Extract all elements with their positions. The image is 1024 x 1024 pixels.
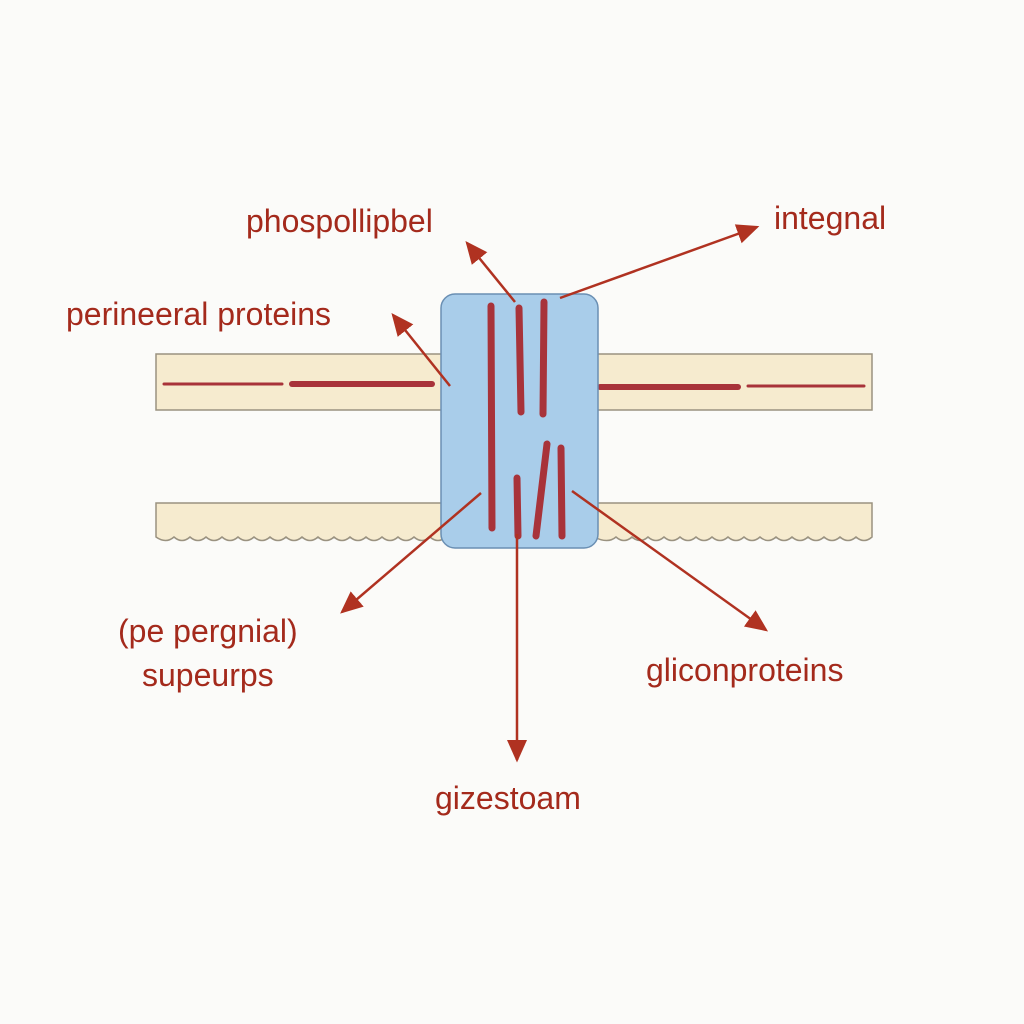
- upper-bilayer-right: [593, 353, 873, 411]
- protein-strand: [532, 440, 551, 540]
- label-pe-peripheral-line2: supeurps: [142, 657, 274, 693]
- protein-strand: [487, 302, 496, 532]
- arrow-pe-peripheral: [340, 492, 482, 614]
- arrow-integral: [559, 224, 760, 300]
- upper-bilayer: [155, 353, 873, 411]
- arrow-peripheral: [391, 313, 451, 387]
- protein-strand: [515, 304, 525, 416]
- protein-strand: [539, 298, 548, 418]
- protein-strand: [513, 474, 522, 540]
- label-phospholipid: phospollipbel: [246, 203, 433, 239]
- leader-arrows: [340, 224, 769, 763]
- integral-protein: [440, 293, 599, 549]
- lower-bilayer: [155, 502, 873, 542]
- protein-strand: [557, 444, 566, 540]
- arrow-phospholipid: [465, 241, 516, 303]
- lower-bilayer-right: [593, 502, 873, 542]
- label-bottom: gizestoam: [435, 780, 581, 816]
- label-pe-peripheral: (pe pergnial) supeurps: [118, 609, 298, 697]
- arrow-glycoproteins: [571, 489, 769, 632]
- lower-bilayer-left: [155, 502, 447, 542]
- label-pe-peripheral-line1: (pe pergnial): [118, 613, 298, 649]
- label-glycoproteins: gliconproteins: [646, 652, 844, 688]
- label-integral: integnal: [774, 200, 887, 236]
- label-peripheral-proteins: perineeral proteins: [66, 296, 332, 332]
